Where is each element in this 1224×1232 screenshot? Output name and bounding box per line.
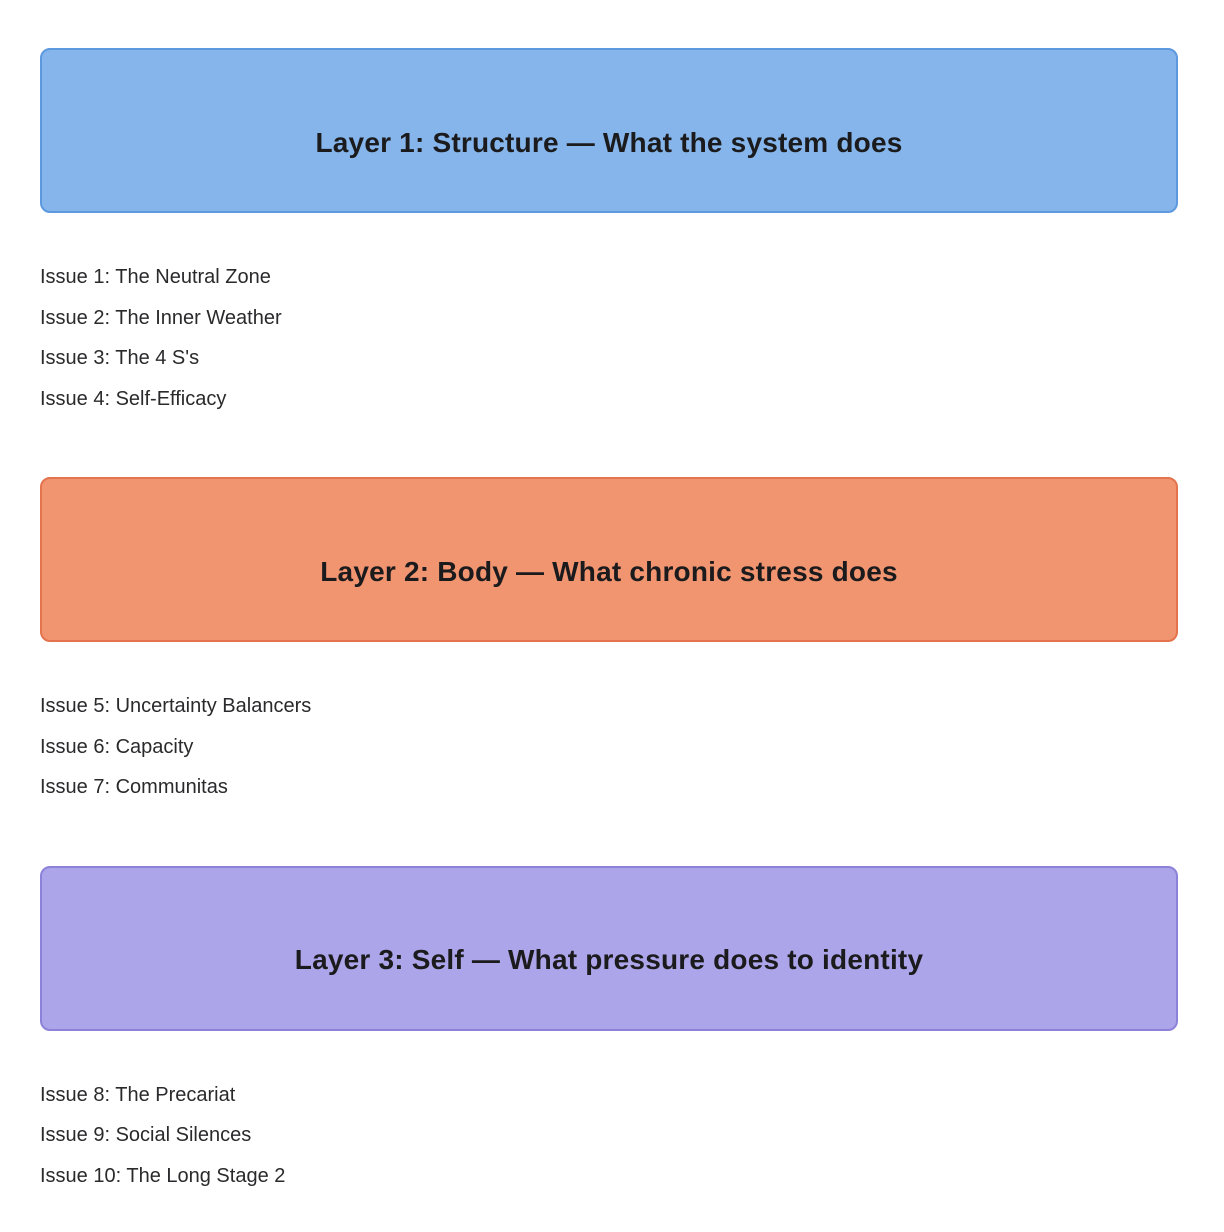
layer-3-banner: Layer 3: Self — What pressure does to id… <box>40 865 1178 1031</box>
layer-2-issue-list: Issue 5: Uncertainty Balancers Issue 6: … <box>40 686 1178 808</box>
layer-1-banner: Layer 1: Structure — What the system doe… <box>40 48 1178 213</box>
layer-1-title: Layer 1: Structure — What the system doe… <box>315 126 903 158</box>
layer-3-issue-list: Issue 8: The Precariat Issue 9: Social S… <box>40 1075 1178 1197</box>
issue-item: Issue 3: The 4 S's <box>40 347 200 369</box>
issue-item: Issue 2: The Inner Weather <box>40 306 282 329</box>
issue-item: Issue 4: Self-Efficacy <box>40 387 227 410</box>
layer-2-title: Layer 2: Body — What chronic stress does <box>320 555 898 587</box>
issue-item: Issue 5: Uncertainty Balancers <box>40 695 312 717</box>
issue-item: Issue 6: Capacity <box>40 735 194 758</box>
issue-item: Issue 7: Communitas <box>40 776 228 798</box>
layer-1-issue-list: Issue 1: The Neutral Zone Issue 2: The I… <box>40 257 1178 419</box>
issue-item: Issue 1: The Neutral Zone <box>40 266 271 288</box>
issue-item: Issue 10: The Long Stage 2 <box>40 1164 286 1187</box>
issue-item: Issue 9: Social Silences <box>40 1124 252 1146</box>
issue-item: Issue 8: The Precariat <box>40 1083 236 1106</box>
layer-2-banner: Layer 2: Body — What chronic stress does <box>40 477 1178 642</box>
layer-3-title: Layer 3: Self — What pressure does to id… <box>294 944 924 975</box>
